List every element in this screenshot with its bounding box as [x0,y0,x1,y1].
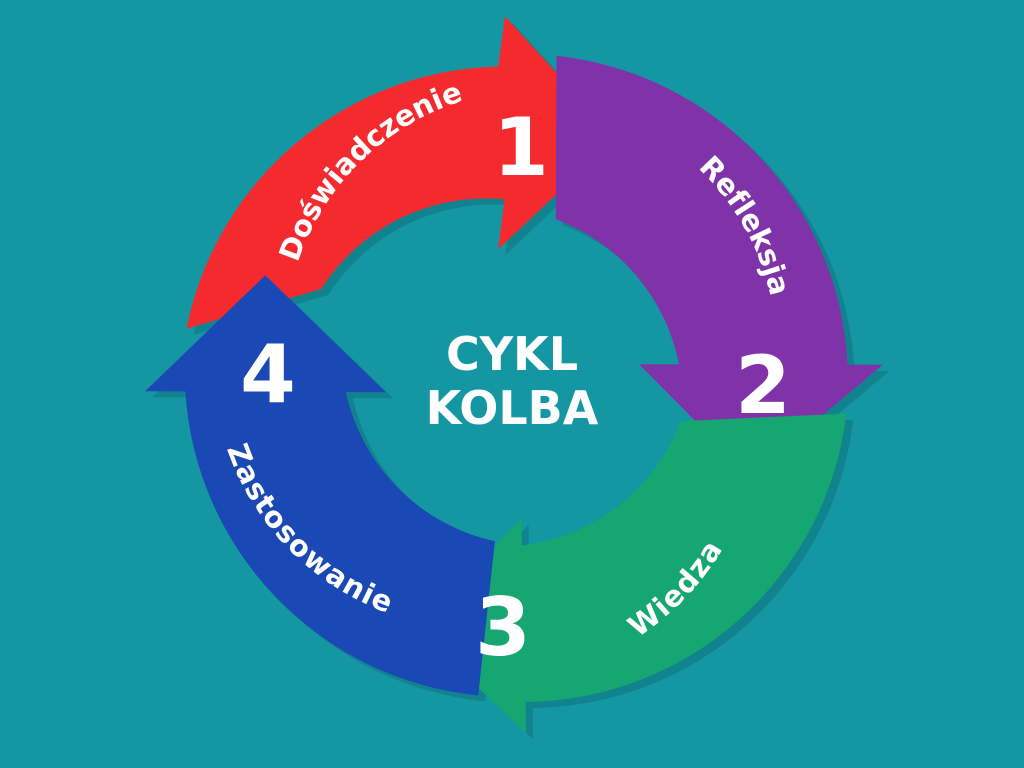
center-title-line-1: CYKL [446,327,578,381]
stage-number-2: 2 [735,339,791,432]
stage-number-1: 1 [493,101,549,194]
segment-arrow-zastosowanie [145,275,495,696]
segment-arrow-refleksja [555,55,883,477]
stage-number-4: 4 [240,328,296,421]
segment-arrow-wiedza [413,413,847,734]
center-title-line-2: KOLBA [426,381,599,435]
cycle-segments [145,16,883,734]
segment-arrow-doswiadczenie [186,16,616,329]
stage-number-3: 3 [475,581,531,674]
